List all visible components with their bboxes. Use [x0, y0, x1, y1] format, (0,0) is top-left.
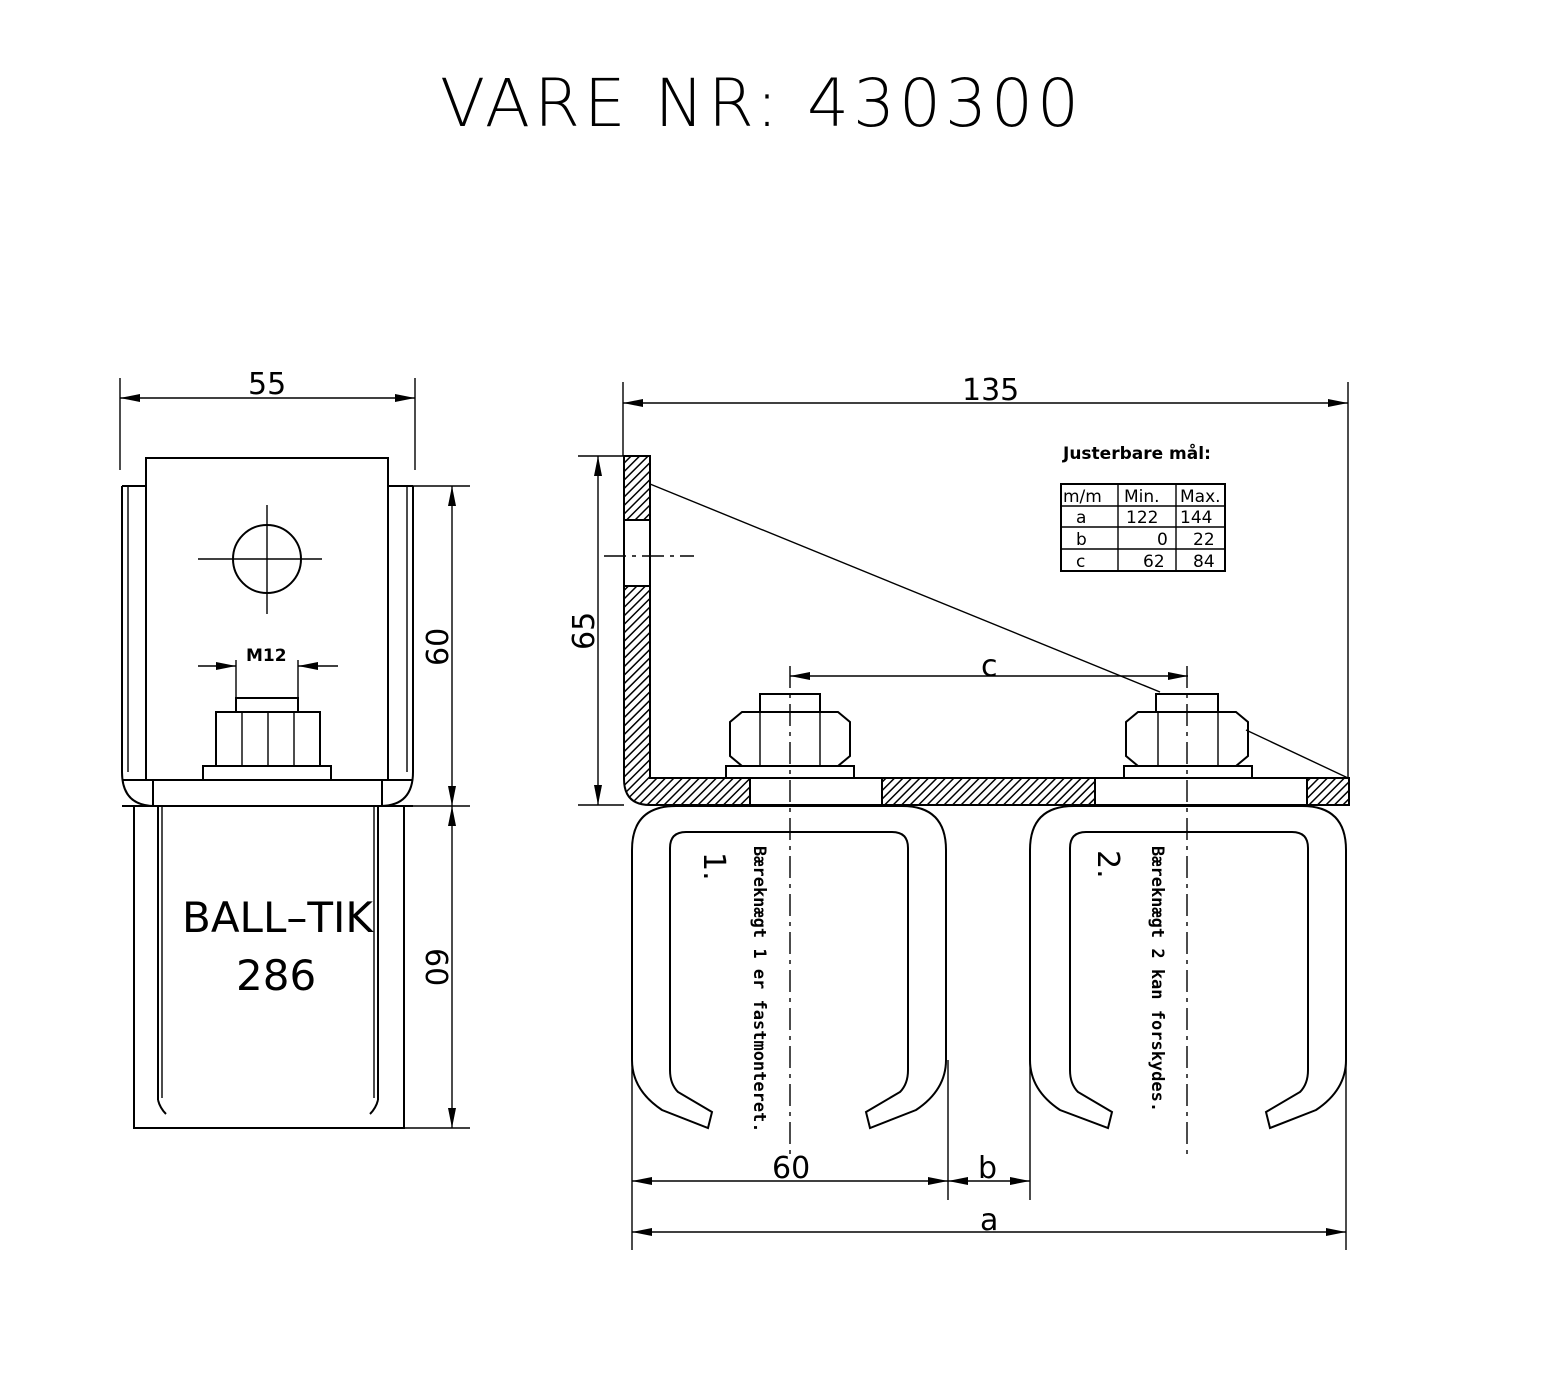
trolley-2-note: Bæreknægt 2 kan forskydes.	[1147, 846, 1167, 1112]
washer	[202, 765, 332, 781]
table-cell: b	[1076, 530, 1087, 550]
table-header-min: Min.	[1124, 487, 1160, 507]
angle-bracket	[623, 455, 651, 521]
front-view: 55 M12 60	[119, 367, 470, 1129]
table-header-max: Max.	[1180, 487, 1221, 507]
dim-b-label: b	[978, 1151, 997, 1186]
table-cell: c	[1076, 552, 1085, 572]
trolley-1-number: 1.	[696, 852, 731, 881]
trolley-1-note: Bæreknægt 1 er fastmonteret.	[749, 846, 769, 1133]
trolley-1	[631, 805, 947, 1130]
dim-lower-height-label: 60	[418, 948, 453, 986]
table-cell: 22	[1193, 530, 1215, 550]
table-cell: 62	[1143, 552, 1165, 572]
thread-label: M12	[246, 646, 287, 666]
table-heading: Justerbare mål:	[1062, 442, 1211, 464]
adjustable-dimensions-table: Justerbare mål: m/m Min. Max. a 122 144 …	[1060, 442, 1226, 572]
trolley-2	[1029, 805, 1347, 1130]
table-cell: 0	[1157, 530, 1168, 550]
trolley-body	[133, 805, 405, 1129]
table-cell: a	[1076, 508, 1086, 528]
product-name: BALL–TIK	[182, 893, 374, 942]
table-cell: 122	[1126, 508, 1158, 528]
trolley-2-number: 2.	[1090, 850, 1125, 879]
dim-height-label: 65	[567, 612, 602, 650]
dim-a-label: a	[980, 1203, 998, 1238]
page-title: VARE NR: 430300	[440, 65, 1083, 142]
table-cell: 144	[1180, 508, 1212, 528]
dim-width-label: 55	[248, 367, 286, 402]
dim-c-label: c	[981, 649, 998, 684]
dim-upper-height-label: 60	[421, 628, 456, 666]
product-number: 286	[236, 951, 316, 1000]
dim-total-width-label: 135	[962, 373, 1019, 408]
dim-trolley-width-label: 60	[772, 1151, 810, 1186]
side-view: 135 65 c 1.	[567, 373, 1350, 1250]
table-cell: 84	[1193, 552, 1215, 572]
table-header-unit: m/m	[1063, 487, 1102, 507]
